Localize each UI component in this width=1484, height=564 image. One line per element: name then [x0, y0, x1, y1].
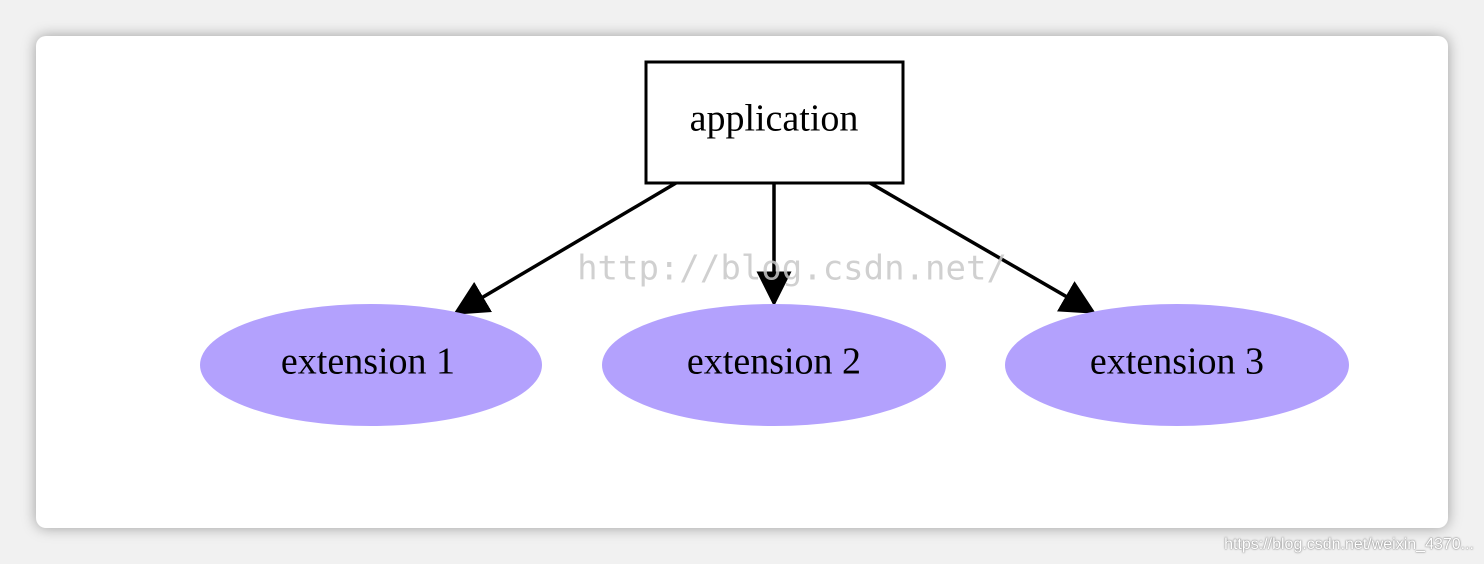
node-extension-2-ellipse	[602, 304, 946, 426]
watermark-corner: https://blog.csdn.net/weixin_4370...	[1224, 536, 1474, 553]
edge-application-extension-3	[869, 181, 1097, 314]
watermark-center: http://blog.csdn.net/	[577, 249, 1007, 289]
diagram-frame: application extension 1 extension 2 exte…	[36, 36, 1448, 528]
node-extension-3: extension 3	[1005, 304, 1349, 426]
node-extension-2-label: extension 2	[687, 341, 861, 383]
node-application: application	[644, 60, 905, 185]
node-extension-2: extension 2	[602, 304, 946, 426]
edge-application-extension-1	[452, 181, 677, 315]
node-application-box	[644, 60, 905, 185]
node-extension-1-ellipse	[200, 304, 542, 426]
node-extension-3-label: extension 3	[1090, 341, 1264, 383]
node-extension-3-ellipse	[1005, 304, 1349, 426]
diagram: application extension 1 extension 2 exte…	[200, 60, 1349, 426]
node-extension-1: extension 1	[200, 304, 542, 426]
node-extension-1-label: extension 1	[281, 341, 455, 383]
node-application-label: application	[690, 98, 859, 140]
